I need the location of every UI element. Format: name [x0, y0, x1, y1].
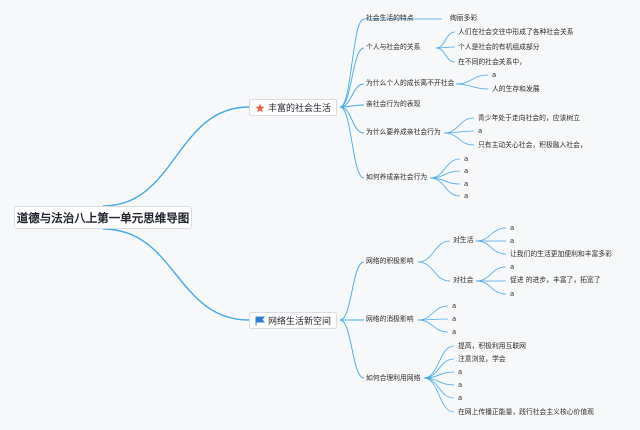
leaf-item[interactable]: 提高，积极利用互联网: [458, 342, 526, 350]
leaf-item[interactable]: a: [464, 192, 469, 200]
connector-line: [475, 227, 507, 242]
leaf-item[interactable]: 青少年处于走向社会的，应该树立: [478, 114, 580, 122]
branch-label: 网络生活新空间: [268, 317, 332, 327]
connector-line: [417, 319, 449, 333]
root-node[interactable]: 道德与法治八上第一单元思维导图: [14, 206, 192, 229]
leaf-item[interactable]: a: [492, 71, 497, 79]
topic-how-prosocial[interactable]: 如何养成亲社会行为: [366, 173, 428, 181]
leaf-item[interactable]: a: [458, 381, 463, 389]
leaf-item[interactable]: a: [464, 180, 469, 188]
connector-line: [423, 377, 455, 413]
topic-positive-impact[interactable]: 网络的积极影响: [366, 257, 414, 265]
leaf-item[interactable]: a: [452, 315, 457, 323]
leaf-item[interactable]: 让我们的生活更加便利和丰富多彩: [510, 250, 612, 258]
leaf-item[interactable]: a: [510, 237, 515, 245]
branch-social-life[interactable]: 丰富的社会生活: [249, 99, 338, 116]
leaf-item[interactable]: 在网上传播正能量，践行社会主义核心价值观: [458, 408, 594, 416]
connector-line: [455, 83, 489, 90]
connector-line: [339, 106, 365, 179]
connector-line: [417, 240, 451, 263]
leaf-item[interactable]: a: [452, 328, 457, 336]
leaf-item[interactable]: a: [478, 127, 483, 135]
connector-line: [475, 266, 507, 282]
connector-line: [435, 47, 456, 63]
branch-network-life[interactable]: 网络生活新空间: [249, 312, 338, 329]
star-icon: [255, 102, 265, 113]
leaf-item[interactable]: a: [458, 394, 463, 402]
topic-individual-society[interactable]: 个人与社会的关系: [366, 43, 421, 51]
leaf-item[interactable]: 绚丽多彩: [450, 14, 478, 22]
connector-line: [443, 130, 475, 134]
topic-prosocial-behavior[interactable]: 亲社会行为的表现: [366, 100, 421, 108]
connector-line: [423, 345, 455, 379]
leaf-item[interactable]: a: [510, 224, 515, 232]
leaf-item[interactable]: a: [510, 263, 515, 271]
connector-line: [475, 280, 507, 295]
connector-line: [443, 132, 475, 146]
topic-why-prosocial[interactable]: 为什么要养成亲社会行为: [366, 128, 441, 136]
connector-line: [475, 240, 507, 255]
root-label: 道德与法治八上第一单元思维导图: [16, 210, 190, 225]
flag-icon: [255, 316, 265, 326]
connector-line: [339, 261, 365, 321]
leaf-item[interactable]: a: [464, 155, 469, 163]
connector-line: [339, 83, 365, 108]
connector-line: [417, 305, 449, 321]
leaf-item[interactable]: 个人是社会的有机组成部分: [458, 43, 540, 51]
connector-line: [102, 106, 250, 207]
connector-line: [339, 106, 365, 134]
connector-line: [417, 261, 451, 282]
connector-line: [429, 177, 461, 197]
connector-line: [339, 47, 365, 108]
connector-line: [339, 319, 365, 379]
leaf-item[interactable]: 只有主动关心社会，积极融入社会，: [478, 141, 587, 149]
topic-use-network[interactable]: 如何合理利用网络: [366, 374, 421, 382]
subtopic-society[interactable]: 对社会: [453, 276, 474, 284]
leaf-item[interactable]: a: [464, 167, 469, 175]
leaf-item[interactable]: 促进 的进步，丰富了，拓宽了: [510, 276, 601, 284]
connector-line: [102, 228, 250, 321]
connector-line: [429, 158, 461, 179]
branch-label: 丰富的社会生活: [268, 104, 332, 114]
subtopic-life[interactable]: 对生活: [453, 236, 474, 244]
topic-negative-impact[interactable]: 网络的消极影响: [366, 315, 414, 323]
leaf-item[interactable]: 在不同的社会关系中，: [458, 58, 526, 66]
topic-growth-society[interactable]: 为什么个人的成长离不开社会: [366, 79, 455, 87]
connector-line: [455, 74, 489, 85]
leaf-item[interactable]: 人的生存和发展: [492, 85, 540, 93]
connector-line: [435, 31, 456, 49]
leaf-item[interactable]: a: [452, 302, 457, 310]
connector-line: [339, 18, 365, 108]
connector-line: [339, 104, 365, 108]
leaf-item[interactable]: 注意浏览，学会: [458, 355, 506, 363]
leaf-item[interactable]: a: [458, 368, 463, 376]
topic-characteristics[interactable]: 社会生活的特点: [366, 14, 414, 22]
leaf-item[interactable]: a: [510, 290, 515, 298]
leaf-item[interactable]: 人们在社会交往中形成了各种社会关系: [458, 28, 574, 36]
